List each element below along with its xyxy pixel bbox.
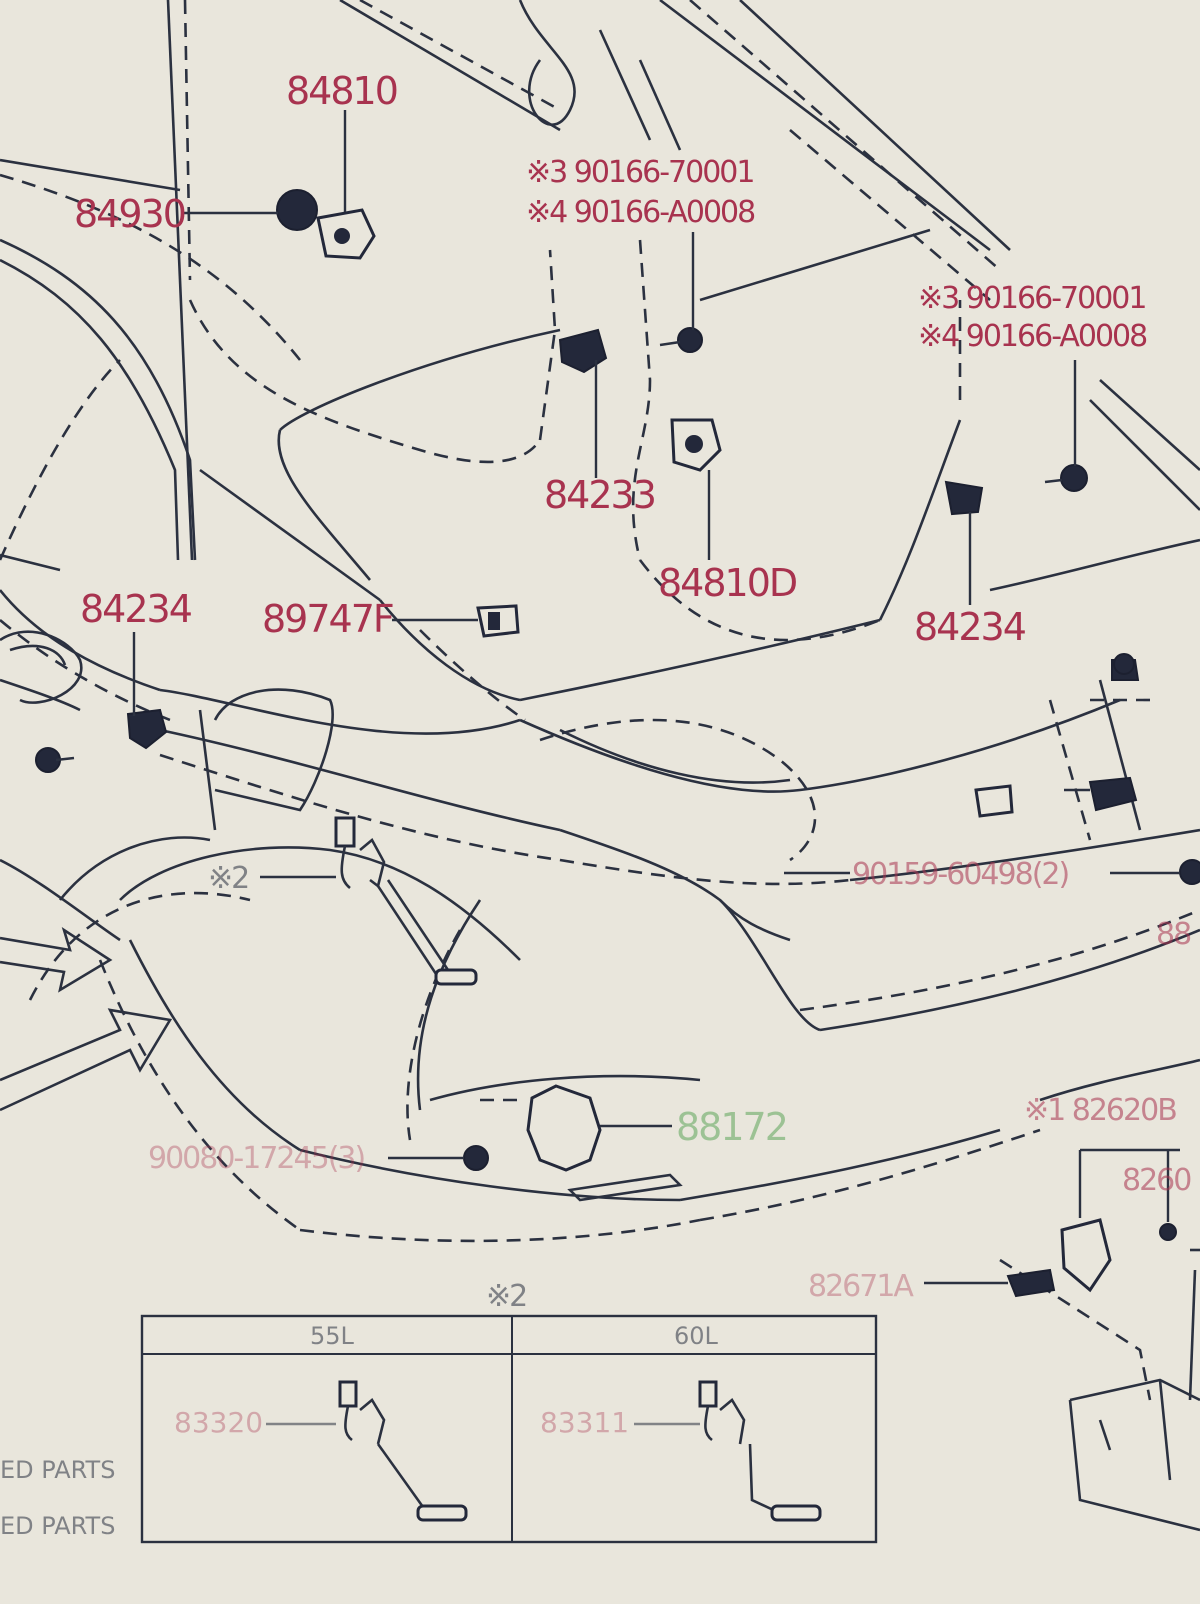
fuel-sender-55l <box>338 1380 468 1522</box>
label-90166-a0008-upper: ※4 90166-A0008 <box>526 195 755 230</box>
sensor-icon <box>974 784 1014 818</box>
direction-arrows <box>0 926 173 1112</box>
bolt-icon <box>463 1145 489 1171</box>
bolt-icon <box>1159 1223 1177 1241</box>
label-88172: 88172 <box>676 1105 787 1149</box>
label-90166-70001-upper: ※3 90166-70001 <box>526 155 753 190</box>
clip-icon <box>1006 1268 1056 1298</box>
clip-icon <box>126 708 168 750</box>
fuel-sender-unit <box>334 816 478 986</box>
inset-col-right: 60L <box>674 1322 719 1350</box>
leader-lines <box>132 110 1180 1285</box>
label-84810d: 84810D <box>658 561 797 605</box>
bolt-icon <box>1113 653 1135 675</box>
bolt-icon <box>1179 859 1200 885</box>
label-90166-a0008-right: ※4 90166-A0008 <box>918 319 1147 354</box>
label-90159-60498: 90159-60498(2) <box>852 857 1068 892</box>
body-outline <box>0 0 1200 1532</box>
side-note-2: ED PARTS <box>0 1512 115 1540</box>
grommet-icon <box>276 189 318 231</box>
label-84810: 84810 <box>286 69 397 113</box>
label-84233: 84233 <box>544 473 655 517</box>
inset-col-left: 55L <box>310 1322 355 1350</box>
label-note-2: ※2 <box>208 861 248 896</box>
label-84234-right: 84234 <box>914 605 1026 649</box>
fasteners <box>35 189 1200 1298</box>
label-8260: 8260 <box>1122 1163 1191 1198</box>
arrow-icon <box>0 1008 173 1112</box>
label-89747f: 89747F <box>262 597 393 641</box>
clip-icon <box>944 480 984 516</box>
sensor-icon <box>526 1084 602 1172</box>
side-note-1: ED PARTS <box>0 1456 115 1484</box>
bolt-icon <box>1060 464 1088 492</box>
bolt-icon <box>677 327 703 353</box>
label-82620b: ※1 82620B <box>1024 1093 1176 1128</box>
part-labels: 84810 84930 ※3 90166-70001 ※4 90166-A000… <box>74 69 1193 1304</box>
fuel-sender-60l <box>698 1380 822 1522</box>
clip-icon <box>558 328 608 374</box>
label-90166-70001-right: ※3 90166-70001 <box>918 281 1145 316</box>
inset-part-right: 83311 <box>540 1406 629 1439</box>
label-84234-left: 84234 <box>80 587 192 631</box>
inset-mark: ※2 <box>486 1279 526 1314</box>
clip-icon <box>1060 1218 1112 1293</box>
label-90080-17245: 90080-17245(3) <box>148 1141 364 1176</box>
arrow-icon <box>0 926 113 993</box>
label-82671a: 82671A <box>808 1269 914 1304</box>
inset-table: ※2 55L 60L 83320 83311 <box>140 1279 878 1544</box>
inset-part-left: 83320 <box>174 1406 263 1439</box>
label-84930: 84930 <box>74 192 185 236</box>
label-88-right: 88 <box>1156 917 1191 952</box>
wiring-connector-icon <box>1088 776 1138 812</box>
